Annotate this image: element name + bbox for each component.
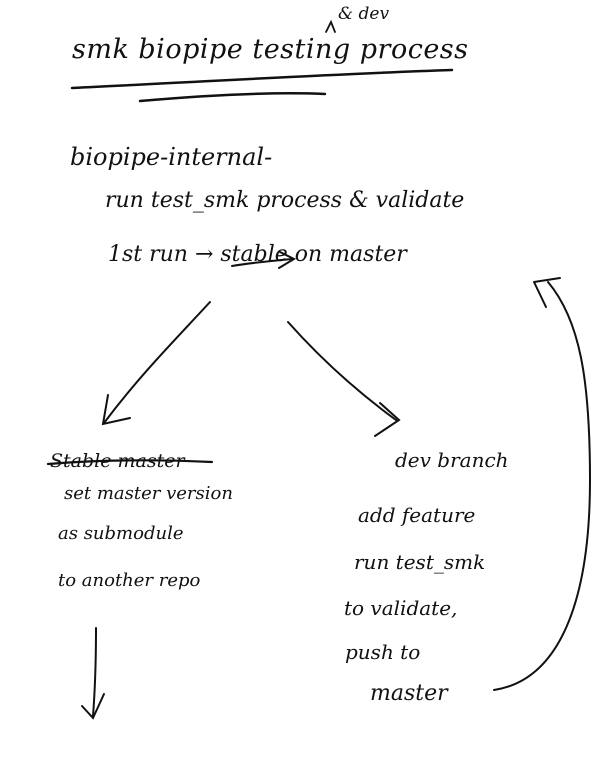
right-branch-line-4: to validate, — [344, 596, 458, 620]
loop-back-arrow-head — [533, 277, 561, 308]
step-first-run: 1st run → stable on master — [108, 242, 407, 267]
left-branch-line-3: to another repo — [58, 570, 201, 591]
title-underline-2 — [138, 92, 327, 103]
arrow-to-stable-master-head — [101, 394, 131, 426]
repo-label: biopipe-internal- — [70, 143, 273, 171]
right-branch-line-5: push to — [345, 640, 421, 664]
arrow-to-dev-branch-head — [374, 402, 401, 437]
right-branch-title: dev branch — [395, 448, 509, 472]
inline-arrow — [231, 258, 293, 267]
inline-arrow-head — [278, 251, 297, 269]
strikethrough — [46, 459, 214, 466]
page-title: smk biopipe testing process — [72, 34, 469, 65]
arrow-down — [92, 627, 97, 717]
loop-back-arrow — [493, 281, 592, 691]
title-underline — [70, 68, 454, 90]
right-branch-line-2: add feature — [358, 503, 476, 527]
step-run-test: run test_smk process & validate — [105, 188, 465, 213]
title-insertion-note: & dev — [338, 4, 390, 24]
left-branch-line-2: as submodule — [58, 523, 184, 544]
struck-stable-master: Stable master — [50, 450, 185, 472]
arrow-down-head — [81, 693, 105, 720]
right-branch-line-3: run test_smk — [354, 550, 486, 574]
insert-caret — [325, 19, 336, 33]
left-branch-line-1: set master version — [64, 483, 233, 504]
arrow-to-dev-branch — [287, 321, 397, 421]
right-branch-line-6: master — [370, 681, 448, 706]
arrow-to-stable-master — [103, 301, 211, 424]
